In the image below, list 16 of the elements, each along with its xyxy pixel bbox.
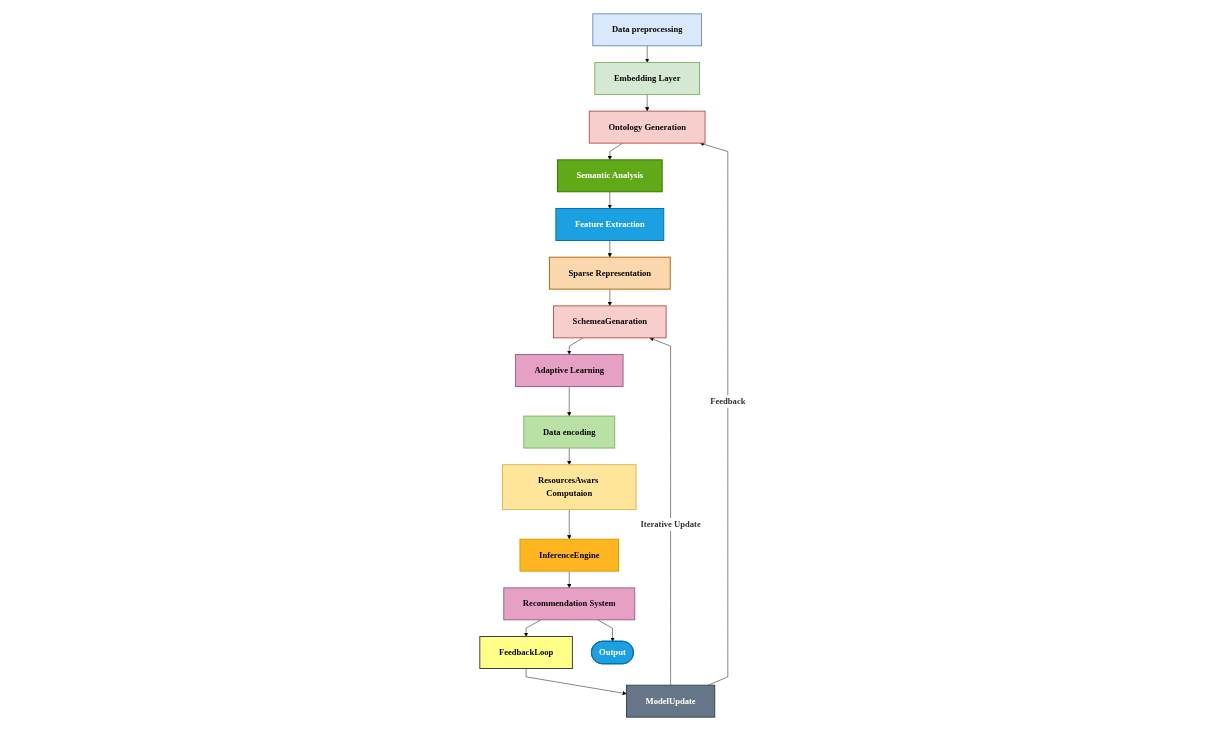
node-box: Semantic Analysis [556, 159, 663, 193]
edge-label: Feedback [710, 396, 746, 406]
node-box: Data preprocessing [592, 13, 702, 47]
node-box: InferenceEngine [519, 538, 619, 572]
node-box: Sparse Representation [548, 256, 671, 290]
node-box: ResourcesAwars Computaion [501, 464, 637, 511]
node-box: Feature Extraction [555, 208, 665, 241]
node-box: Ontology Generation [588, 110, 706, 144]
node-box: Recommendation System [503, 587, 636, 621]
node-box: Adaptive Learning [514, 354, 624, 387]
node-box: Embedding Layer [594, 62, 700, 95]
edge-label: Iterative Update [640, 519, 701, 529]
node-box: Data encoding [523, 415, 616, 449]
node-box: FeedbackLoop [479, 636, 573, 669]
node-box: ModelUpdate [625, 684, 716, 718]
node-box: SchemeaGenaration [552, 305, 667, 339]
